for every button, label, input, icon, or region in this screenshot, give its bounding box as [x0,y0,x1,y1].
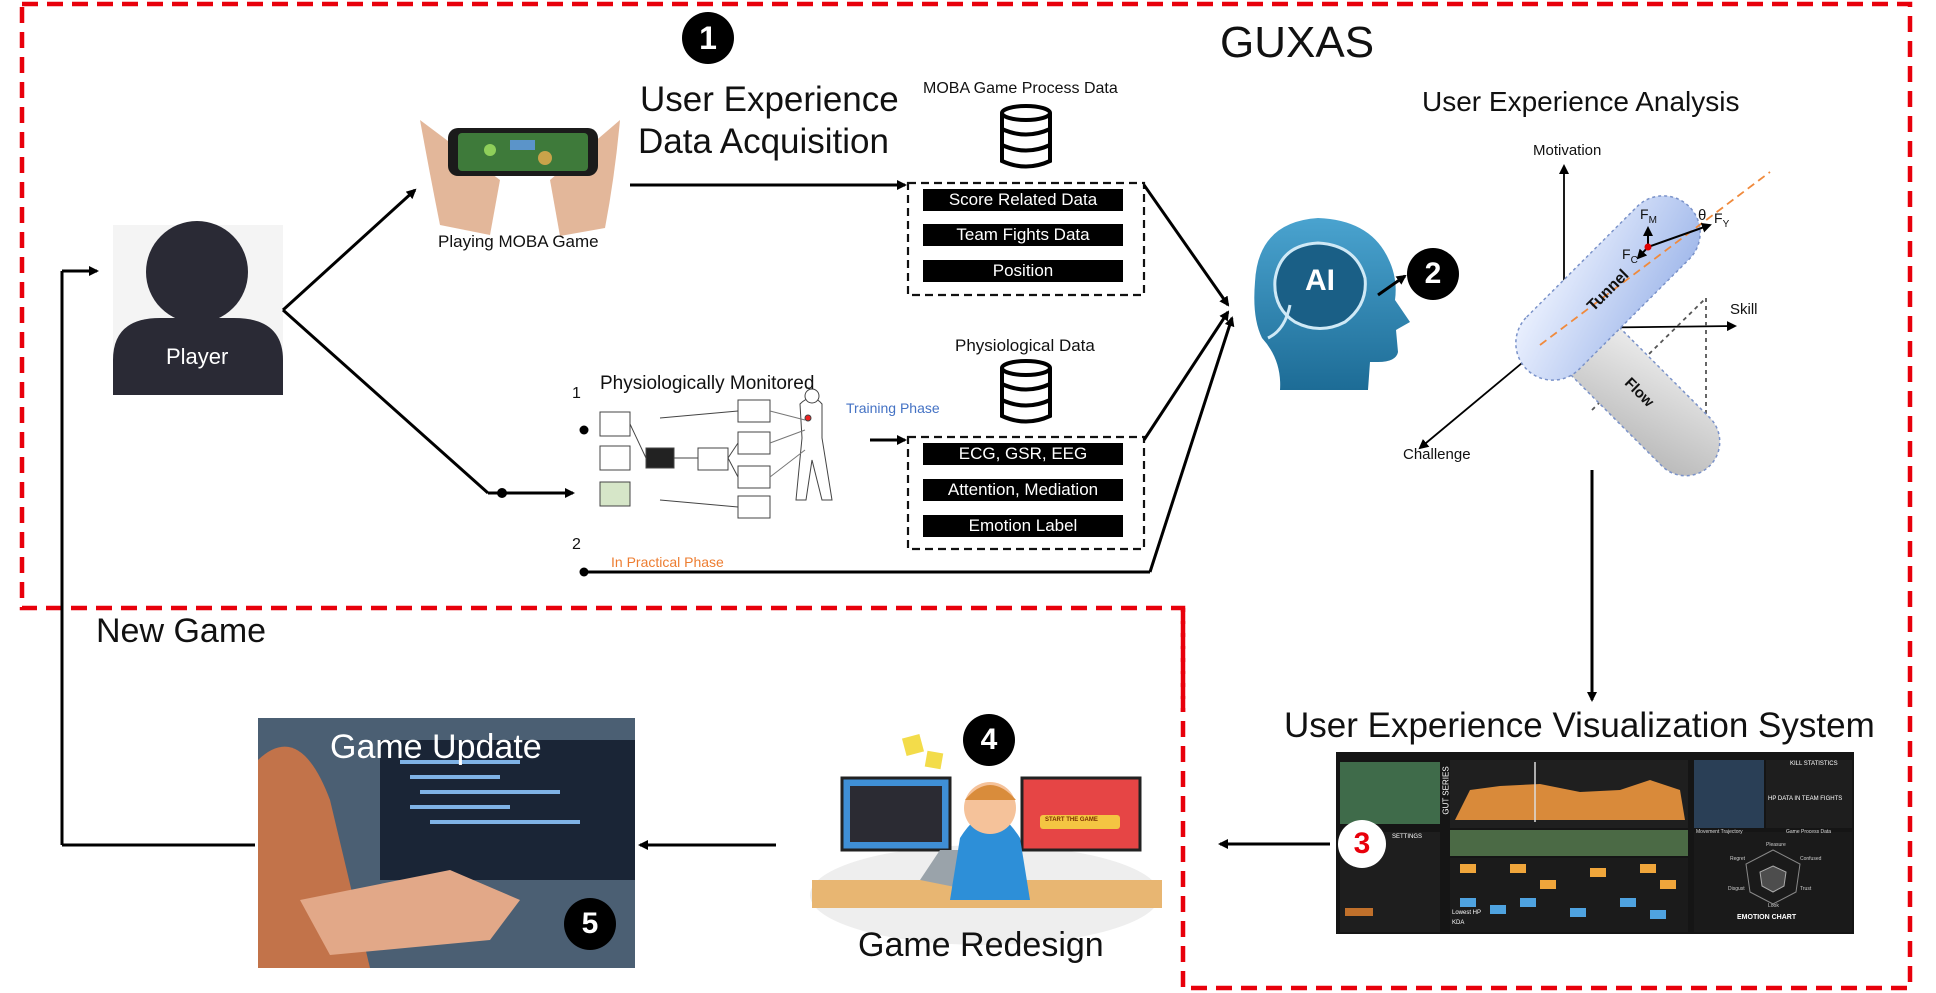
database-icon-moba [1000,104,1052,169]
viz-radar-pleasure: Pleasure [1766,842,1786,848]
force-fm-label: FM [1640,206,1657,226]
force-fc-sub: C [1630,254,1638,266]
step-5-badge: 5 [564,898,616,950]
axis-challenge: Challenge [1403,446,1471,463]
ai-label: AI [1305,264,1335,297]
redesign-title: Game Redesign [858,926,1104,964]
redesign-start-game: START THE GAME [1045,817,1098,823]
database-icon-physio [1000,359,1052,424]
physio-item-attention: Attention, Mediation [923,479,1123,501]
viz-dashboard [1336,752,1854,934]
step-1-badge: 1 [682,12,734,64]
viz-gut-series: GUT SERIES [1441,766,1451,815]
viz-movement: Movement Trajectory [1696,829,1743,835]
physio-item-emotion: Emotion Label [923,515,1123,537]
ai-head-icon [1254,218,1410,390]
force-fy-main: F [1714,210,1723,226]
moba-item-score: Score Related Data [923,189,1123,211]
viz-radar-look: Look [1768,903,1779,909]
viz-radar-disgust: Disgust [1728,886,1745,892]
acquisition-title-1: User Experience [640,80,899,119]
step-4-badge: 4 [963,714,1015,766]
viz-game-process: Game Process Data [1786,829,1832,835]
physio-item-signals: ECG, GSR, EEG [923,443,1123,465]
physio-data-box [906,435,1146,551]
viz-kill-stats: KILL STATISTICS [1790,761,1838,767]
moba-item-position: Position [923,260,1123,282]
force-fm-sub: M [1648,214,1657,226]
theta-label: θ [1698,207,1707,224]
physio-schematic [599,388,833,519]
guxas-border [19,1,1913,991]
redesign-illustration [810,733,1162,945]
viz-radar-regret: Regret [1730,856,1746,862]
visualization-title: User Experience Visualization System [1284,706,1875,745]
acquisition-title-2: Data Acquisition [638,122,889,161]
analysis-title: User Experience Analysis [1422,86,1740,117]
viz-lowest-hp: Lowest HP [1452,910,1482,916]
flow-arrows [60,180,1597,850]
training-phase-label: Training Phase [846,400,940,416]
viz-settings: SETTINGS [1392,834,1423,840]
player-label: Player [166,344,229,369]
new-game-label: New Game [96,612,267,650]
viz-radar-trust: Trust [1800,886,1812,892]
force-fy-label: FY [1714,210,1729,230]
axis-skill: Skill [1730,301,1758,318]
moba-data-box [906,181,1146,297]
force-fy-sub: Y [1722,218,1730,230]
force-fm-main: F [1640,206,1649,222]
playing-label: Playing MOBA Game [438,232,599,251]
viz-hp-team: HP DATA IN TEAM FIGHTS [1768,796,1843,802]
force-fc-label: FC [1622,246,1638,266]
step-2-badge: 2 [1407,248,1459,300]
viz-kda: KDA [1452,920,1465,926]
physio-data-title: Physiological Data [955,336,1095,355]
player-avatar [113,221,283,395]
tunnel-region [1515,195,1701,381]
moba-item-teamfights: Team Fights Data [923,224,1123,246]
branch-2-label: 2 [572,536,581,553]
step-3-badge: 3 [1338,820,1386,868]
viz-radar-confused: Confused [1800,856,1822,862]
physio-title: Physiologically Monitored [600,373,815,394]
axis-motivation: Motivation [1533,142,1602,159]
orange-trajectory [1539,171,1771,346]
practical-phase-label: In Practical Phase [611,554,724,570]
guxas-title: GUXAS [1220,18,1375,67]
branch-1-label: 1 [572,385,581,402]
phone-hands-image [420,120,620,236]
moba-data-title: MOBA Game Process Data [923,80,1118,97]
update-title: Game Update [330,728,542,766]
force-fc-main: F [1622,246,1631,262]
viz-emotion-chart: EMOTION CHART [1737,914,1797,921]
